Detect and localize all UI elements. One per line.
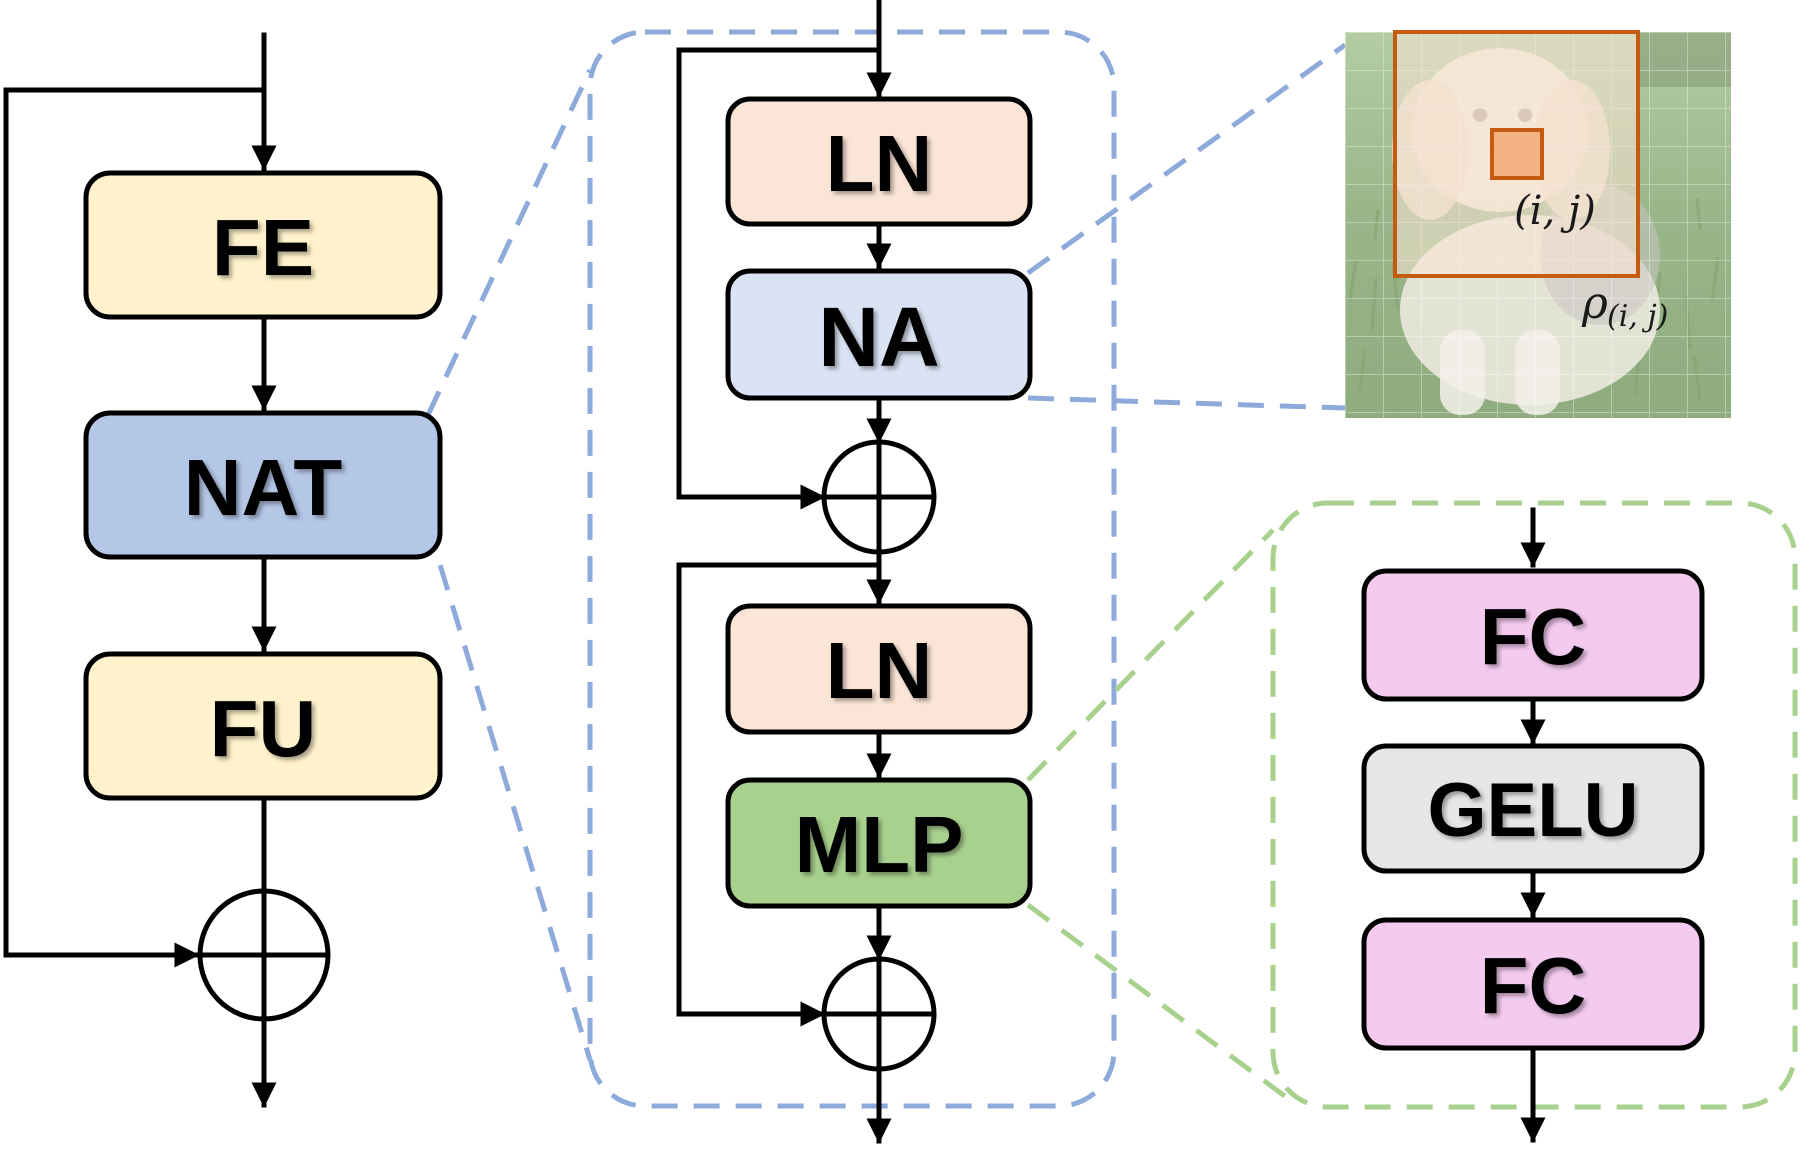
mlp-zoom-line-top [1026, 528, 1275, 782]
na-zoom-line-top [1026, 42, 1347, 276]
ln2-label: LN [826, 626, 933, 715]
nat-detail-panel [587, 29, 1117, 1109]
nat-label: NAT [184, 443, 343, 532]
svg-text:(i, j): (i, j) [1607, 299, 1668, 334]
residual-add-1 [821, 439, 937, 555]
fc2-block [1361, 917, 1705, 1051]
mlp-zoom-line-bottom [1026, 902, 1292, 1103]
nat-block [83, 410, 443, 560]
gelu-label: GELU [1427, 768, 1638, 853]
na-label: NA [818, 290, 939, 384]
fe-label: FE [212, 203, 314, 292]
outer-pipeline: FE NAT FU [3, 32, 443, 1108]
ln1-label: LN [826, 119, 933, 208]
nat-zoom-line-bottom [425, 524, 593, 1061]
fe-block [83, 170, 443, 320]
mlp-block [725, 777, 1033, 909]
na-zoom-line-bottom [1027, 395, 1346, 411]
na-block [725, 268, 1033, 401]
ln1-block [725, 96, 1033, 227]
nat-detail: LN NA LN MLP [676, 0, 1033, 1144]
residual-add-2 [821, 956, 937, 1072]
neighborhood-attention-illustration: (i, j) ρ (i, j) [1345, 30, 1731, 418]
fc1-block [1361, 568, 1705, 702]
fu-label: FU [210, 684, 317, 773]
nat-zoom-line-top [425, 68, 593, 417]
query-pixel [1490, 128, 1544, 180]
mlp-detail: FC GELU FC [1361, 507, 1705, 1143]
gelu-block [1361, 743, 1705, 874]
residual-add-outer [197, 888, 331, 1022]
neighborhood-label: ρ (i, j) [1581, 278, 1668, 334]
query-label: (i, j) [1514, 188, 1596, 234]
fu-block [83, 651, 443, 801]
fc2-label: FC [1480, 941, 1587, 1030]
mlp-label: MLP [795, 800, 964, 889]
fc1-label: FC [1480, 592, 1587, 681]
svg-text:ρ: ρ [1581, 278, 1608, 329]
ln2-block [725, 603, 1033, 735]
